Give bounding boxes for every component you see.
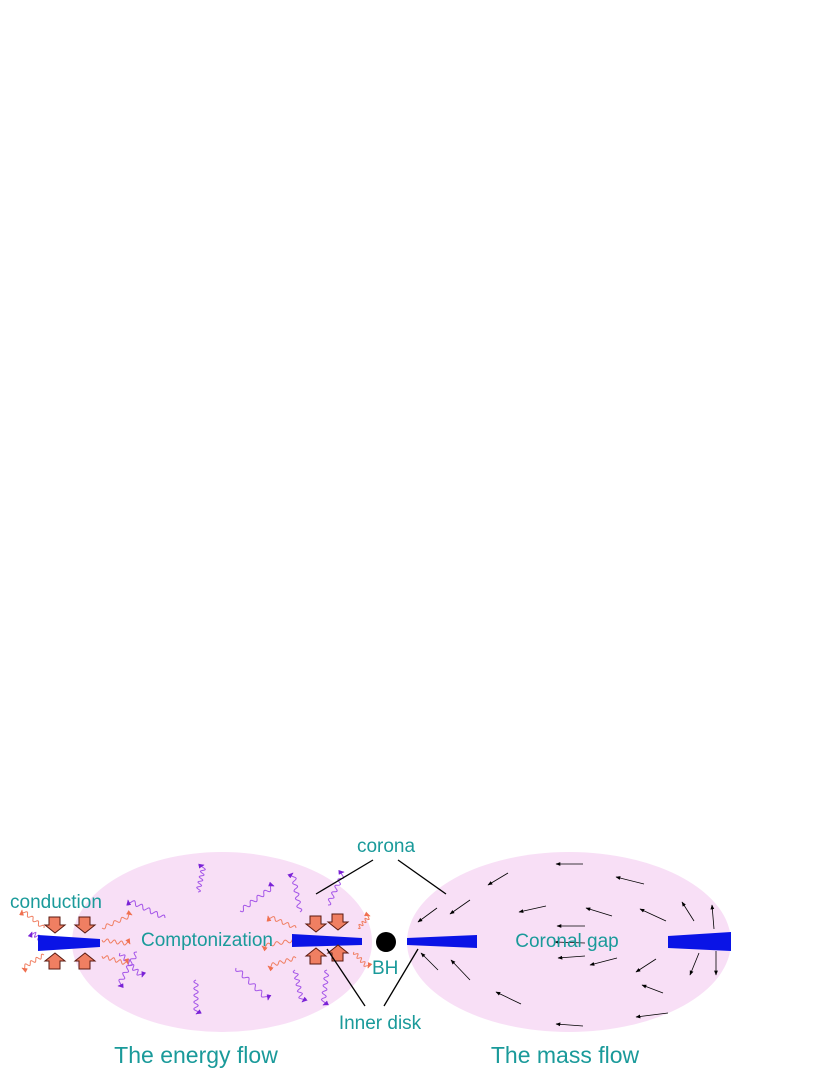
wavy-photon-icon xyxy=(320,969,330,1006)
wavy-photon-icon xyxy=(352,951,373,969)
wavy-photon-icon xyxy=(267,956,297,972)
pointer-lines xyxy=(315,859,447,1007)
velocity-arrow-icon xyxy=(585,907,613,917)
velocity-arrow-icon xyxy=(639,908,667,922)
wavy-photon-icon xyxy=(292,969,308,1003)
wavy-photon-icon xyxy=(196,863,206,893)
mass-flow-corona xyxy=(407,852,731,1032)
block-arrow-icon xyxy=(43,916,67,934)
mass-flow-caption: The mass flow xyxy=(491,1042,640,1068)
wavy-photon-icon xyxy=(19,909,45,929)
velocity-arrow-icon xyxy=(681,901,695,922)
corona-pointer-left xyxy=(315,859,374,895)
velocity-arrow-icon xyxy=(615,876,645,885)
coronal-gap-label: Coronal gap xyxy=(515,931,619,952)
outer-disk-right xyxy=(668,932,731,951)
photon-group xyxy=(19,863,373,1015)
inner-disk-pointer-left xyxy=(326,948,366,1007)
wavy-photon-icon xyxy=(261,938,297,952)
comptonization-label: Comptonization xyxy=(141,930,273,951)
block-arrow-icon xyxy=(304,915,328,933)
inner-disk-right xyxy=(407,935,477,948)
velocity-arrow-icon xyxy=(555,1022,584,1027)
wavy-photon-icon xyxy=(357,911,371,930)
wavy-photon-icon xyxy=(235,967,272,1001)
velocity-arrow-icon xyxy=(589,957,618,966)
velocity-arrow-icon xyxy=(557,955,586,960)
block-arrow-icon xyxy=(43,952,67,970)
wavy-photon-icon xyxy=(101,955,129,965)
block-arrow-icon xyxy=(326,913,350,931)
energy-flow-caption: The energy flow xyxy=(114,1042,278,1068)
wavy-photon-icon xyxy=(21,953,45,973)
wavy-photon-icon xyxy=(193,979,202,1015)
block-arrow-icon xyxy=(73,952,97,970)
bh-label: BH xyxy=(372,958,398,979)
inner-disk-left xyxy=(292,934,362,947)
inner-disk-label: Inner disk xyxy=(339,1013,422,1034)
wavy-photon-icon xyxy=(287,872,303,913)
velocity-arrow-icon xyxy=(450,959,471,981)
conduction-label: conduction xyxy=(10,892,102,913)
wavy-photon-icon xyxy=(101,938,131,946)
velocity-arrow-icon xyxy=(710,904,715,930)
velocity-arrow-icon xyxy=(635,1012,669,1019)
velocity-arrow-icon xyxy=(449,899,471,915)
corona-label: corona xyxy=(357,836,416,857)
wavy-photon-icon xyxy=(118,952,147,978)
corona-pointer-right xyxy=(397,859,447,895)
wavy-photon-icon xyxy=(101,910,133,930)
velocity-arrow-icon xyxy=(487,872,509,886)
outer-disk-left xyxy=(38,935,100,951)
black-hole xyxy=(376,932,396,952)
wavy-photon-icon xyxy=(266,915,297,929)
velocity-arrow-icon xyxy=(495,991,522,1005)
wavy-photon-icon xyxy=(126,899,166,919)
velocity-arrow-icon xyxy=(641,984,664,994)
block-arrow-icon xyxy=(73,916,97,934)
velocity-arrow-icon xyxy=(518,905,547,913)
velocity-arrow-icon xyxy=(417,907,438,923)
wavy-photon-icon xyxy=(117,951,138,989)
velocity-arrow-icon xyxy=(554,940,586,945)
wavy-photon-icon xyxy=(239,881,275,913)
inner-disk-pointer-right xyxy=(383,948,419,1007)
velocity-arrow-icon xyxy=(635,958,657,973)
block-arrow-icon xyxy=(304,947,328,965)
velocity-arrow-icon xyxy=(689,952,700,976)
velocity-arrow-icon xyxy=(420,952,439,971)
